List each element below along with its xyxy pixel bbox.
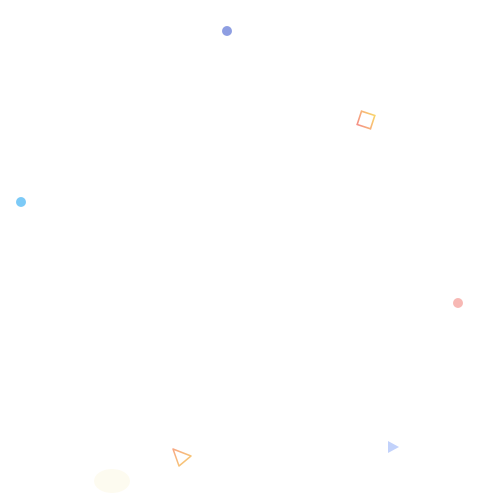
triangle-outline-icon (172, 448, 192, 467)
square-outline-icon (356, 110, 376, 130)
triangle-filled-icon (388, 441, 399, 453)
faint-blob-icon (94, 469, 130, 493)
circle-dot-icon (16, 197, 26, 207)
circle-dot-icon (222, 26, 232, 36)
circle-dot-icon (453, 298, 463, 308)
